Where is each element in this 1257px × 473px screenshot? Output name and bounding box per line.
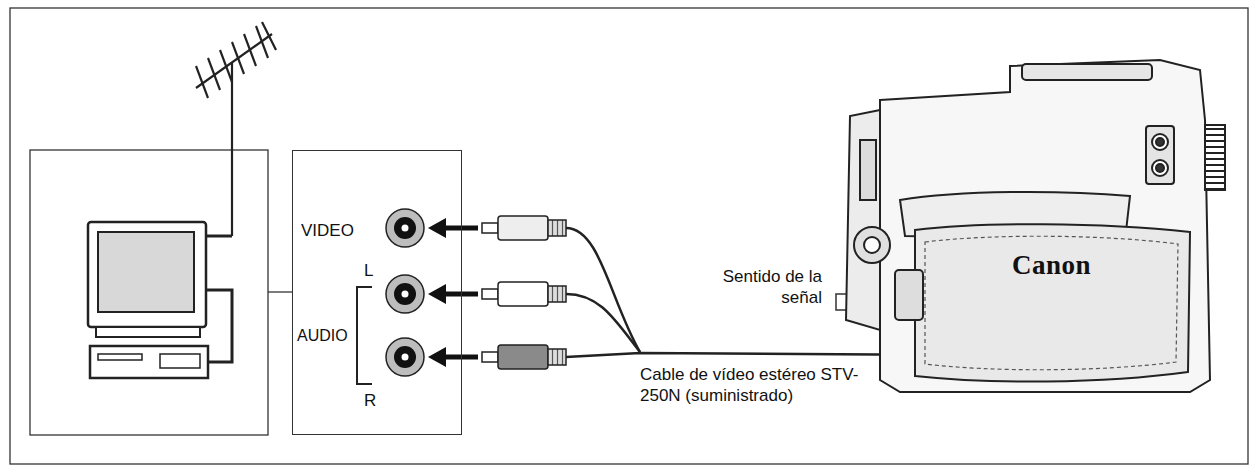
audio-label: AUDIO (297, 326, 348, 346)
connector-panel: VIDEO L AUDIO R (292, 150, 462, 435)
video-recorder (90, 290, 232, 378)
insert-arrows (428, 218, 478, 367)
brand-logo: Canon (1012, 250, 1162, 280)
link-line (268, 291, 292, 292)
antenna (196, 22, 276, 236)
signal-direction-label: Sentido de la señal (722, 266, 822, 308)
audio-bracket (357, 287, 372, 384)
television (88, 222, 206, 337)
cable-label: Cable de vídeo estéreo STV-250N (suminis… (640, 364, 880, 406)
audio-left-label: L (364, 261, 373, 281)
rca-jacks (386, 209, 424, 376)
video-jack-label: VIDEO (301, 221, 354, 241)
audio-right-label: R (364, 391, 376, 411)
rca-plugs (482, 216, 566, 369)
camcorder (846, 60, 1225, 392)
outer-frame (10, 8, 1248, 464)
